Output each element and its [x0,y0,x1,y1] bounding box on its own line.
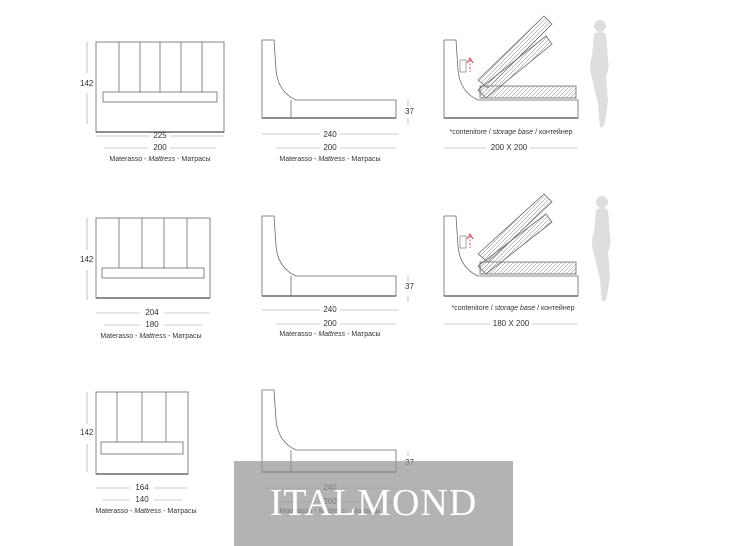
front-view-1 [95,41,225,133]
front-height-label-3: 142 [80,428,94,437]
front-dims-2 [86,218,210,326]
side-dims-1 [262,100,409,149]
side-mattress-length-label-1: 200 [323,143,337,152]
watermark-text: ITALMOND [269,482,478,524]
storage-size-label-2: 180 X 200 [492,319,530,328]
front-height-label-1: 142 [80,79,94,88]
front-height-label-2: 142 [80,255,94,264]
front-view-3 [95,391,189,475]
side-length-label-1: 240 [323,130,337,139]
base-height-label-2: 37 [405,282,414,291]
mattress-caption-3: Materasso - Mattress - Матрасы [95,508,197,515]
person-silhouette-2 [592,196,611,302]
side-mattress-length-label-2: 200 [323,319,337,328]
storage-caption-1: *contenitore / storage base / контейнер [449,129,573,136]
mattress-caption-1: Materasso - Mattress - Матрасы [109,156,211,163]
side-length-label-2: 240 [323,305,337,314]
front-mattress-width-label-3: 140 [135,495,149,504]
mattress-caption-side-2: Materasso - Mattress - Матрасы [279,331,381,338]
watermark-box: ITALMOND [234,461,513,546]
side-view-2 [261,215,397,297]
side-view-3 [261,389,397,473]
front-width-label-3: 164 [135,483,149,492]
front-dims-3 [86,392,188,501]
front-view-2 [95,217,211,299]
side-view-1 [261,39,397,119]
side-dims-2 [262,276,409,325]
base-height-label-1: 37 [405,107,414,116]
storage-size-label-1: 200 X 200 [490,143,528,152]
front-width-label-1: 225 [153,131,167,140]
mattress-caption-2: Materasso - Mattress - Матрасы [100,333,202,340]
storage-view-2 [443,193,579,297]
front-width-label-2: 204 [145,308,159,317]
mattress-caption-side-1: Materasso - Mattress - Матрасы [279,156,381,163]
front-dims-1 [86,42,224,149]
storage-view-1 [443,15,579,119]
storage-caption-2: *contenitore / storage base / контейнер [451,305,575,312]
front-mattress-width-label-1: 200 [153,143,167,152]
person-silhouette-1 [590,20,609,128]
front-mattress-width-label-2: 180 [145,320,159,329]
